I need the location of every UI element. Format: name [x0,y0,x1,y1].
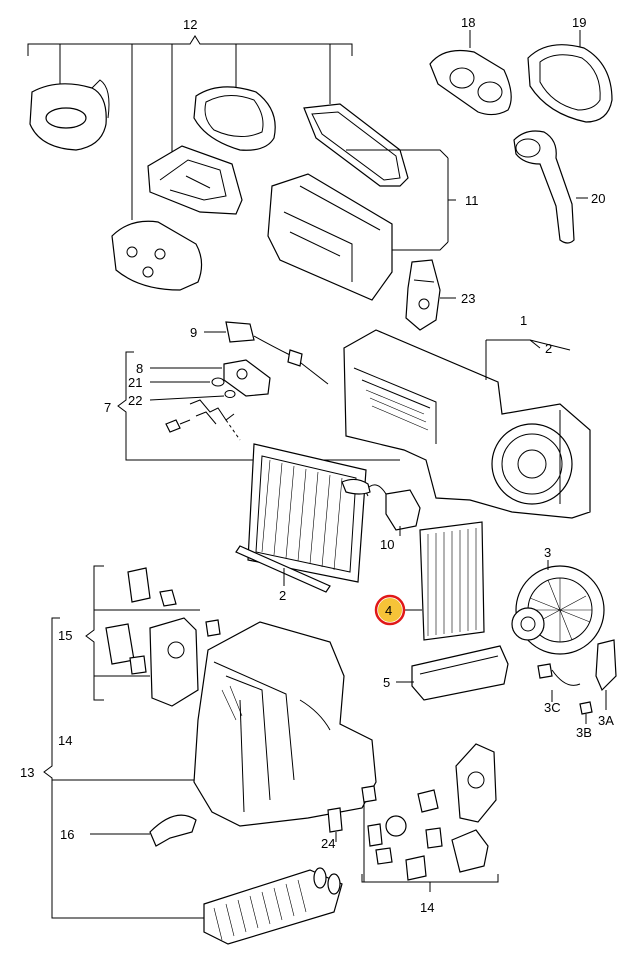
bracket-15 [85,565,200,701]
air-guide-part-11 [267,149,456,301]
label-21: 21 [128,375,142,390]
label-24: 24 [321,836,335,851]
actuator-part-15 [149,617,221,707]
o-ring-part-21 [150,377,225,387]
label-3: 3 [544,545,551,560]
label-2-lower: 2 [279,588,286,603]
gasket-oval-part [29,79,110,151]
blower-controller-part-3a [595,639,617,710]
label-8: 8 [136,361,143,376]
label-1: 1 [520,313,527,328]
label-22: 22 [128,393,142,408]
label-13: 13 [20,765,34,780]
actuator-part-23 [405,259,456,331]
clip-part-16 [90,814,197,847]
screw-part-7 [165,399,241,441]
gasket-double-part [429,30,512,116]
screw-part-24 [327,807,343,842]
blower-motor-part-3 [511,560,605,655]
label-3b: 3B [576,725,592,740]
label-9: 9 [190,325,197,340]
bracket-13 [43,617,204,919]
label-11: 11 [465,193,479,208]
small-parts-group-14 [361,743,499,892]
screw-part-3b [579,701,593,724]
lower-housing-part-14 [193,621,377,827]
label-14-bottom: 14 [420,900,434,915]
gasket-ring-part [193,86,276,151]
gasket-frame-part [303,103,409,187]
bracket-12 [27,35,353,220]
sensor-part-9 [204,321,329,385]
highlight-marker-4: 4 [374,594,406,626]
label-2-upper: 2 [545,341,552,356]
small-bracket-part-a [127,567,177,607]
label-20: 20 [591,191,605,206]
label-12: 12 [183,17,197,32]
gasket-block-part [111,220,203,291]
label-23: 23 [461,291,475,306]
seal-strip-part-2 [235,545,331,593]
heater-core-part [203,867,343,945]
wiring-part-3c [537,663,581,702]
label-3c: 3C [544,700,561,715]
label-15: 15 [58,628,72,643]
label-19: 19 [572,15,586,30]
label-16: 16 [60,827,74,842]
label-4: 4 [385,603,392,618]
filter-cover-part-5 [396,645,509,701]
o-ring-part-22 [149,390,236,401]
pollen-filter-part-4 [404,521,485,641]
label-10: 10 [380,537,394,552]
small-bracket-part-b [105,623,147,675]
seal-large-part [527,30,613,123]
drain-hose-part [513,130,588,244]
label-14-left: 14 [58,733,72,748]
label-3a: 3A [598,713,614,728]
label-5: 5 [383,675,390,690]
gasket-bracket-part [147,145,243,215]
expansion-valve-part-8 [150,359,271,397]
heater-housing-part-1 [343,329,591,519]
evaporator-part [247,443,371,583]
label-7: 7 [104,400,111,415]
label-18: 18 [461,15,475,30]
